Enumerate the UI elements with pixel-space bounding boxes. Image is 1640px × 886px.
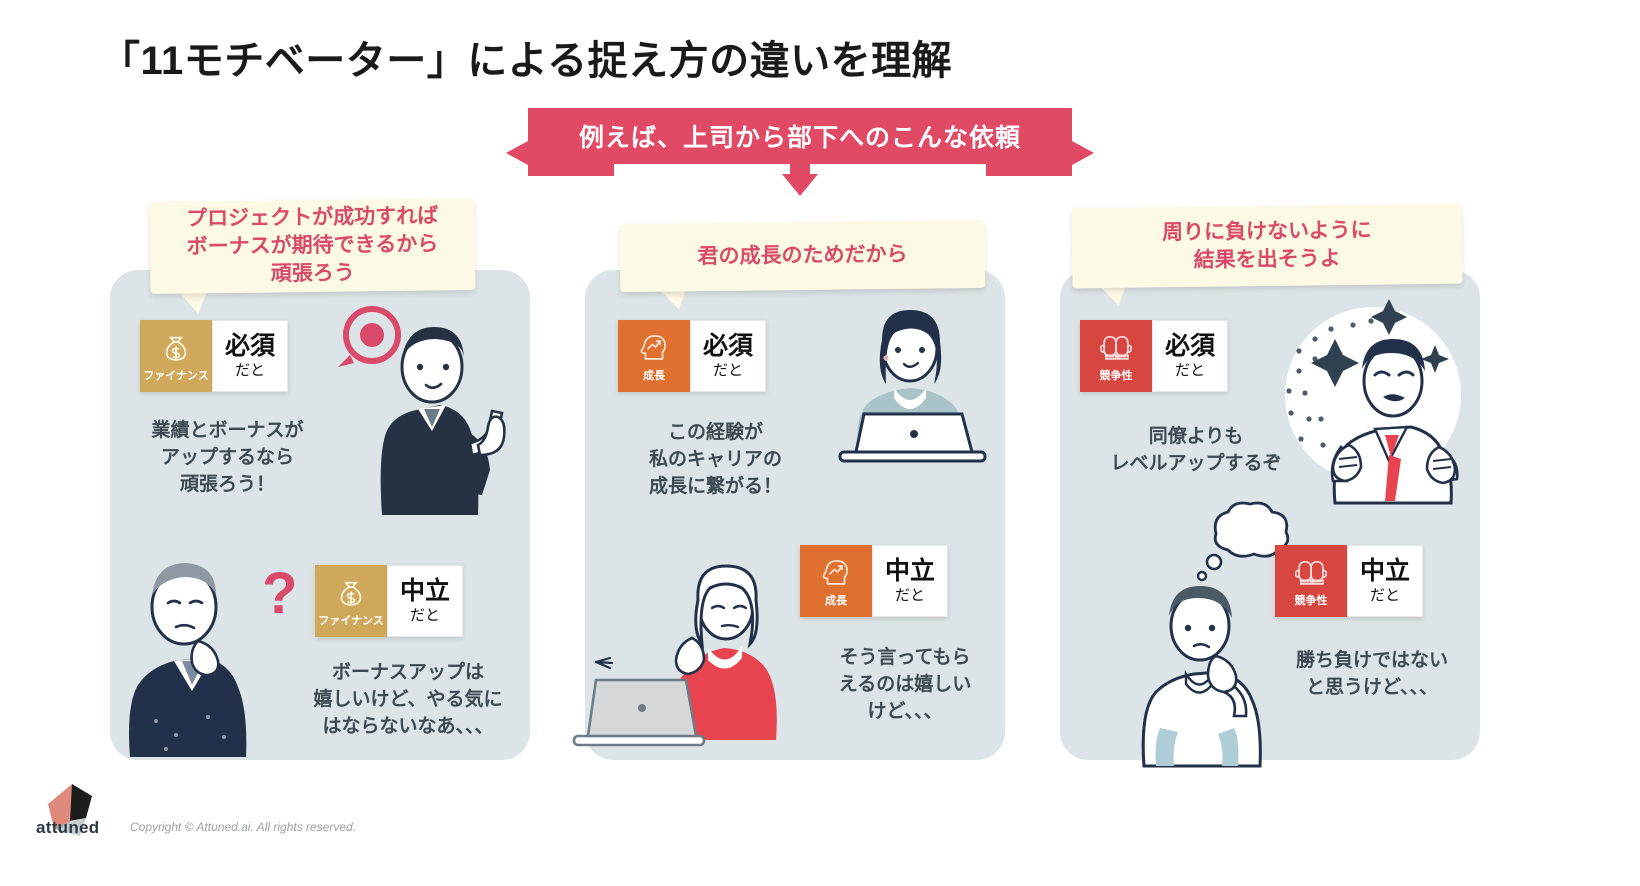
badge-level-main: 必須 [702,332,753,360]
banner-arrow-down-icon [782,158,818,196]
boxing-gloves-icon [1099,335,1133,360]
reaction-text-finance-neutral: ボーナスアップは 嬉しいけど、やる気に はならないなあ、、、 [313,662,503,737]
motivator-name: 成長 [643,369,665,382]
badge-level-sub: だと [234,362,265,379]
head-growth-icon [640,334,667,360]
illustration-fired-up-man [1285,299,1461,505]
banner-label: 例えば、上司から部下へのこんな依頼 [578,124,1021,152]
badge-level-box: 必須 だと [690,320,766,392]
head-growth-icon [822,559,849,585]
motivator-name: 競争性 [1099,369,1133,382]
motivator-name: 成長 [825,594,847,607]
badge-level-main: 必須 [224,332,275,360]
motivator-name: ファイナンス [318,614,384,627]
speech-bubble-text: プロジェクトが成功すれば ボーナスが期待できるから 頑張ろう [186,204,439,286]
banner-arrow-left-icon [506,141,528,165]
reaction-text-growth-required: この経験が 私のキャリアの 成長に繋がる！ [648,422,782,497]
badge-level-box: 中立 だと [1347,545,1423,617]
speech-bubble-growth: 君の成長のためだから [619,219,986,293]
badge-level-box: 必須 だと [212,320,288,392]
instruction-banner: 例えば、上司から部下へのこんな依頼 [506,108,1094,196]
illustration-thinking-man [1141,501,1290,768]
money-bag-icon [165,336,187,361]
reaction-text-finance-required: 業績とボーナスが アップするなら 頑張ろう！ [151,420,304,495]
reaction-text-competition-required: 同僚よりも レベルアップするぞ [1110,426,1282,474]
badge-finance-required: ファイナンス 必須 だと [140,320,288,392]
page-title: 「11モチベーター」による捉え方の違いを理解 [100,39,953,83]
badge-level-main: 必須 [1164,332,1215,360]
badge-level-sub: だと [894,587,925,604]
motivator-chip-finance: ファイナンス [140,320,212,392]
illustration-pointing-man [338,306,506,515]
motivator-chip-finance: ファイナンス [315,565,387,637]
motivator-name: 競争性 [1294,594,1328,607]
badge-level-sub: だと [1369,587,1400,604]
speech-bubble-text: 君の成長のためだから [697,242,908,269]
badge-level-box: 中立 だと [872,545,948,617]
badge-growth-neutral: 成長 中立 だと [800,545,948,617]
motivator-chip-growth: 成長 [800,545,872,617]
illustration-puzzled-man [129,563,247,757]
question-mark-icon: ? [262,561,297,626]
motivator-chip-competition: 競争性 [1080,320,1152,392]
speech-bubble-finance: プロジェクトが成功すれば ボーナスが期待できるから 頑張ろう [149,198,476,294]
badge-level-box: 中立 だと [387,565,463,637]
badge-competition-neutral: 競争性 中立 だと [1275,545,1423,617]
badge-level-main: 中立 [399,577,450,605]
banner-body: 例えば、上司から部下へのこんな依頼 [528,108,1072,164]
illustration-woman-laptop [838,310,987,463]
motivator-chip-growth: 成長 [618,320,690,392]
badge-level-sub: だと [712,362,743,379]
copyright-text: Copyright © Attuned.ai. All rights reser… [130,820,357,834]
speech-bubble-text: 周りに負けないように 結果を出そうよ [1161,219,1372,272]
svg-text:?: ? [262,561,297,626]
badge-growth-required: 成長 必須 だと [618,320,766,392]
speech-bubble-competition: 周りに負けないように 結果を出そうよ [1071,203,1463,289]
boxing-gloves-icon [1294,560,1328,585]
money-bag-icon [340,581,362,606]
motivator-chip-competition: 競争性 [1275,545,1347,617]
banner-arrow-right-icon [1072,141,1094,165]
illustration-tired-woman-laptop [572,564,777,747]
reaction-text-competition-neutral: 勝ち負けではない と思うけど、、、 [1295,650,1448,698]
badge-level-main: 中立 [884,557,935,585]
badge-level-main: 中立 [1359,557,1410,585]
badge-level-sub: だと [409,607,440,624]
badge-competition-required: 競争性 必須 だと [1080,320,1228,392]
motivator-name: ファイナンス [143,369,209,382]
reaction-text-growth-neutral: そう言ってもら えるのは嬉しい けど、、、 [838,647,972,722]
banner-tail-right [986,164,1072,176]
badge-finance-neutral: ファイナンス 中立 だと [315,565,463,637]
badge-level-box: 必須 だと [1152,320,1228,392]
attuned-logo-icon [48,784,92,836]
badge-level-sub: だと [1174,362,1205,379]
banner-tail-left [528,164,614,176]
attuned-wordmark: attuned [36,818,100,837]
